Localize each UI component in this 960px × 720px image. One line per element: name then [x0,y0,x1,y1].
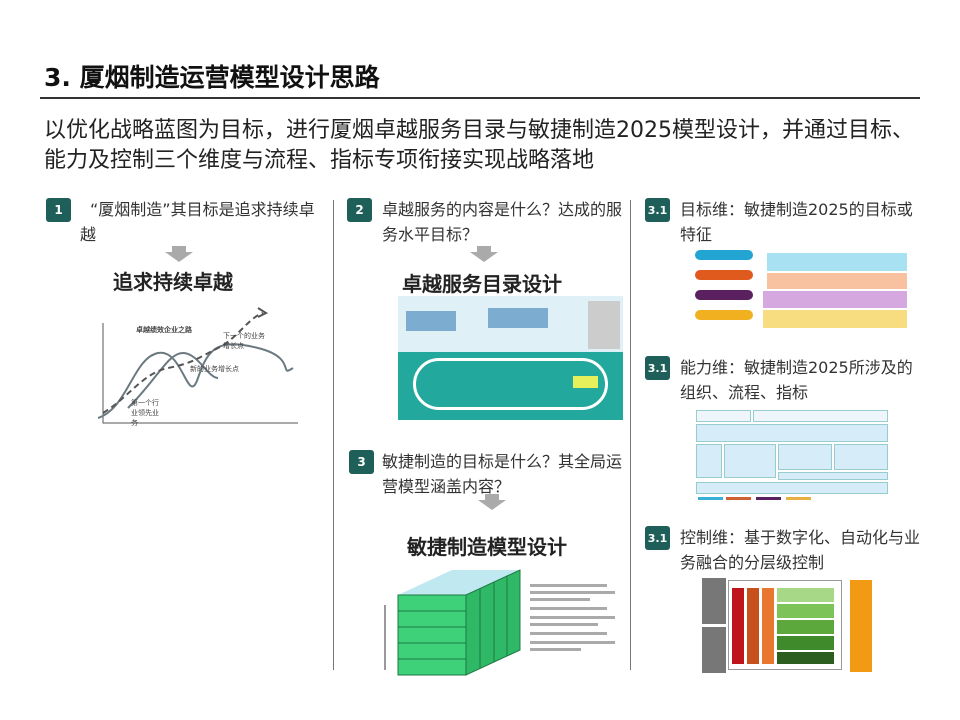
question-text: 目标维：敏捷制造2025的目标或特征 [680,200,913,244]
capability-dimension-diagram [696,410,888,505]
step-badge: 2 [347,198,372,222]
chart-label: 第一个行业领先业务 [131,399,159,427]
service-catalog-diagram [398,296,623,420]
section-heading: 追求持续卓越 [113,270,233,294]
section-heading: 卓越服务目录设计 [402,272,562,296]
target-dimension-diagram [695,248,910,330]
agile-model-cube [380,560,620,690]
question-text: 控制维：基于数字化、自动化与业务融合的分层级控制 [680,528,921,572]
chart-label: 卓越绩效企业之路 [136,326,192,334]
down-arrow-icon [470,246,498,262]
step-badge: 3 [349,450,374,474]
question-text: “厦烟制造”其目标是追求持续卓越 [80,200,315,244]
step-badge: 3.1 [645,356,670,380]
section-heading: 敏捷制造模型设计 [407,535,567,559]
step-badge: 3.1 [645,526,670,550]
step-badge: 3.1 [645,198,670,222]
page-title: 3. 厦烟制造运营模型设计思路 [44,63,380,92]
column-divider [630,200,631,670]
question-text: 能力维：敏捷制造2025所涉及的组织、流程、指标 [680,358,913,402]
down-arrow-icon [478,494,506,510]
subtitle: 以优化战略蓝图为目标，进行厦烟卓越服务目录与敏捷制造2025模型设计，并通过目标… [44,118,914,173]
column-divider [333,200,334,670]
title-divider [40,97,920,99]
question-text: 敏捷制造的目标是什么？其全局运营模型涵盖内容？ [382,452,623,496]
step-badge: 1 [46,198,71,222]
control-dimension-diagram [702,578,874,674]
chart-label: 下一个的业务增长点 [223,332,265,350]
question-text: 卓越服务的内容是什么？达成的服务水平目标？ [382,200,623,244]
down-arrow-icon [165,246,193,262]
growth-curve-diagram: 卓越绩效企业之路 下一个的业务增长点 新的业务增长点 第一个行业领先业务 [98,298,303,428]
chart-label: 新的业务增长点 [190,365,239,373]
